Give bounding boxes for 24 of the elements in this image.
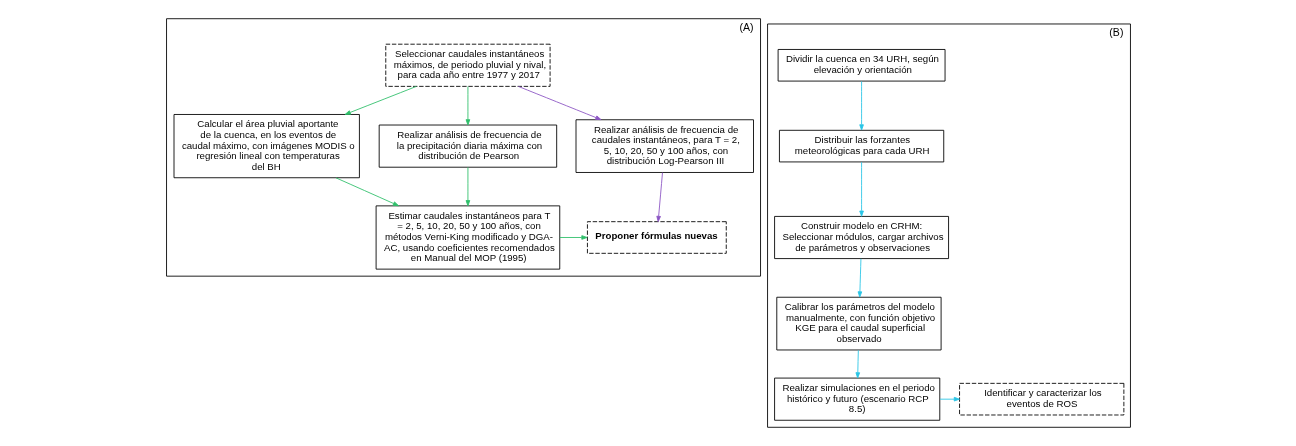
node-box: Construir modelo en CRHM: Seleccionar módulos, cargar archivos de parámetros y observaciones — [773, 215, 949, 260]
node-box: Realizar análisis de frecuencia de caudales instantáneos, para T = 2, 5, 10, 20, 50 y 100 años, con distribución Log-Pearson III — [575, 119, 754, 173]
arrow — [858, 161, 864, 217]
node-box: Proponer fórmulas nuevas — [586, 221, 727, 254]
node-box: Calibrar los parámetros del modelo manualmente, con función objetivo KGE para el caudal superficial observado — [775, 296, 942, 351]
arrow — [335, 177, 399, 207]
node-box: Calcular el área pluvial aportante de la cuenca, en los eventos de caudal máximo, con imágenes MODIS o regresión lineal con temperaturas del BH — [173, 114, 360, 179]
node-box: Identificar y caracterizar los eventos de ROS — [958, 382, 1124, 416]
arrow — [858, 80, 864, 131]
node-box: Realizar análisis de frecuencia de la precipitación diaria máxima con distribución de Pearson — [378, 124, 557, 168]
arrow — [465, 86, 470, 126]
arrow — [558, 235, 588, 240]
node-box: Realizar simulaciones en el periodo histórico y futuro (escenario RCP 8.5) — [773, 377, 940, 421]
arrow — [655, 172, 663, 223]
arrow — [517, 86, 601, 121]
arrow — [465, 166, 470, 207]
node-box: Seleccionar caudales instantáneos máximos, de periodo pluvial y nival, para cada año entre 1977 y 2017 — [384, 43, 551, 87]
arrow — [344, 86, 417, 115]
arrow — [855, 349, 860, 379]
node-box: Distribuir las forzantes meteorológicas para cada URH — [778, 129, 944, 163]
arrow — [939, 396, 960, 402]
node-box: Estimar caudales instantáneos para T = 2, 5, 10, 20, 50 y 100 años, con métodos Verni-King modificado y DGA-AC, usando coeficientes recomendados en Manual del MOP (1995) — [375, 205, 560, 270]
arrow — [857, 258, 862, 298]
node-box: Dividir la cuenca en 34 URH, según elevación y orientación — [777, 49, 945, 82]
